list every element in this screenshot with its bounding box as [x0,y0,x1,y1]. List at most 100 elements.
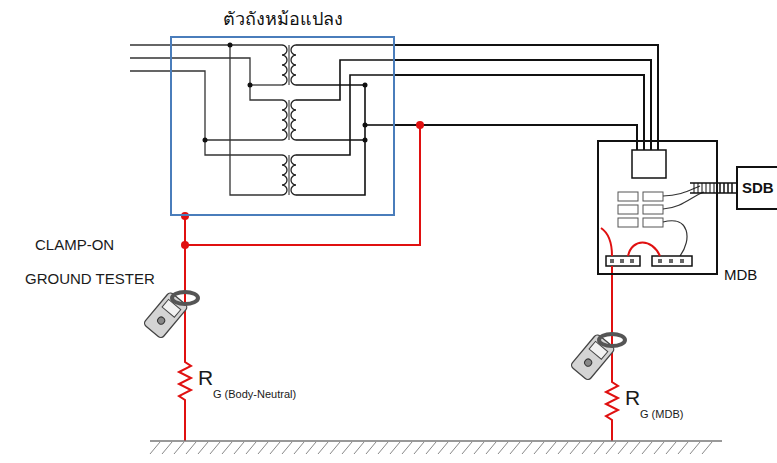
wire [250,84,282,85]
hatch-tick [210,442,220,454]
hatch-tick [546,442,556,454]
hatch-tick [246,442,256,454]
cable [690,183,718,193]
hatch-tick [306,442,316,454]
terminal [630,259,634,263]
tester-jaw [172,292,198,304]
tester-case [570,333,615,381]
hatch-tick [618,442,628,454]
hatch-tick [390,442,400,454]
text-slot: MDB [724,266,757,284]
hatch-tick [510,442,520,454]
text-slot: SDB [742,179,774,197]
hatch-tick [270,442,280,454]
main-breaker [632,150,666,178]
terminal [680,259,684,263]
red-neutral-bond [185,125,420,245]
transformer-tank: ตัวถังหม้อแปลง [170,36,395,216]
breaker [643,218,663,227]
red-ground-wiring [179,125,618,441]
label-slot: G (MDB) [640,404,683,422]
hatch-tick [174,442,184,454]
resistor-label: R [625,386,640,410]
hatch-tick [150,442,160,454]
terminal [610,259,614,263]
hatch-tick [558,442,568,454]
hatch-tick [582,442,592,454]
ground-bar [606,256,640,266]
breaker-group [618,192,663,227]
core-line [289,45,290,195]
breaker [618,192,638,201]
wire [365,124,395,126]
junction-dot [203,138,208,143]
label-slot: R [625,386,640,410]
cable-connector [395,45,658,140]
primary-coil [282,45,287,85]
secondary-wiring [296,45,395,195]
resistor-label: R [198,366,213,390]
wire [230,45,282,195]
wire [296,139,365,141]
junction-dot [228,43,233,48]
hatch-tick [702,442,712,454]
hatch-tick [426,442,436,454]
secondary-coil [291,45,296,85]
hatch-tick [630,442,640,454]
junction-dot [181,212,189,220]
hatch-tick [450,442,460,454]
hatch-tick [666,442,676,454]
hatch-tick [474,442,484,454]
junction-dot [248,83,253,88]
ground-hatch [150,442,712,454]
breaker [643,192,663,201]
hatch-tick [234,442,244,454]
hatch-tick [402,442,412,454]
hatch-tick [606,442,616,454]
node-label: SDB [742,179,774,196]
tester-jaw [599,334,625,346]
primary-coil [282,155,287,195]
cable-connector [718,183,736,193]
bar-terminals [610,259,684,263]
hatch-tick [318,442,328,454]
hatch-tick [414,442,424,454]
text-slot: ตัวถังหม้อแปลง [172,4,393,33]
terminal [658,259,662,263]
clamp-tester-icon [570,333,625,381]
hatch-tick [222,442,232,454]
mdb-panel: MDB [597,140,718,275]
hatch-tick [498,442,508,454]
hatch-tick [438,442,448,454]
label-slot: GROUND TESTER [25,270,155,288]
hatch-tick [654,442,664,454]
tester-label: CLAMP-ON [35,236,114,253]
hatch-tick [462,442,472,454]
wire [296,44,395,46]
mdb-internals [601,140,718,266]
hatch-tick [198,442,208,454]
hatch-tick [570,442,580,454]
hatch-tick [186,442,196,454]
resistor-subscript: G (Body-Neutral) [213,388,296,400]
hatch-tick [522,442,532,454]
cable-ticks [694,183,714,193]
junction-dot [416,121,424,129]
wire [130,58,282,100]
tester-knob [583,358,593,368]
sdb-panel: SDB [736,166,777,210]
secondary-coil [291,100,296,140]
label-slot: R [198,366,213,390]
tester-body [143,291,188,339]
wire [663,186,704,256]
ground-line [150,440,722,442]
wire [130,44,282,45]
tester-label: GROUND TESTER [25,270,155,287]
hatch-tick [690,442,700,454]
resistor-symbol [179,216,191,441]
wire [130,71,282,155]
hatch-tick [378,442,388,454]
hatch-tick [642,442,652,454]
